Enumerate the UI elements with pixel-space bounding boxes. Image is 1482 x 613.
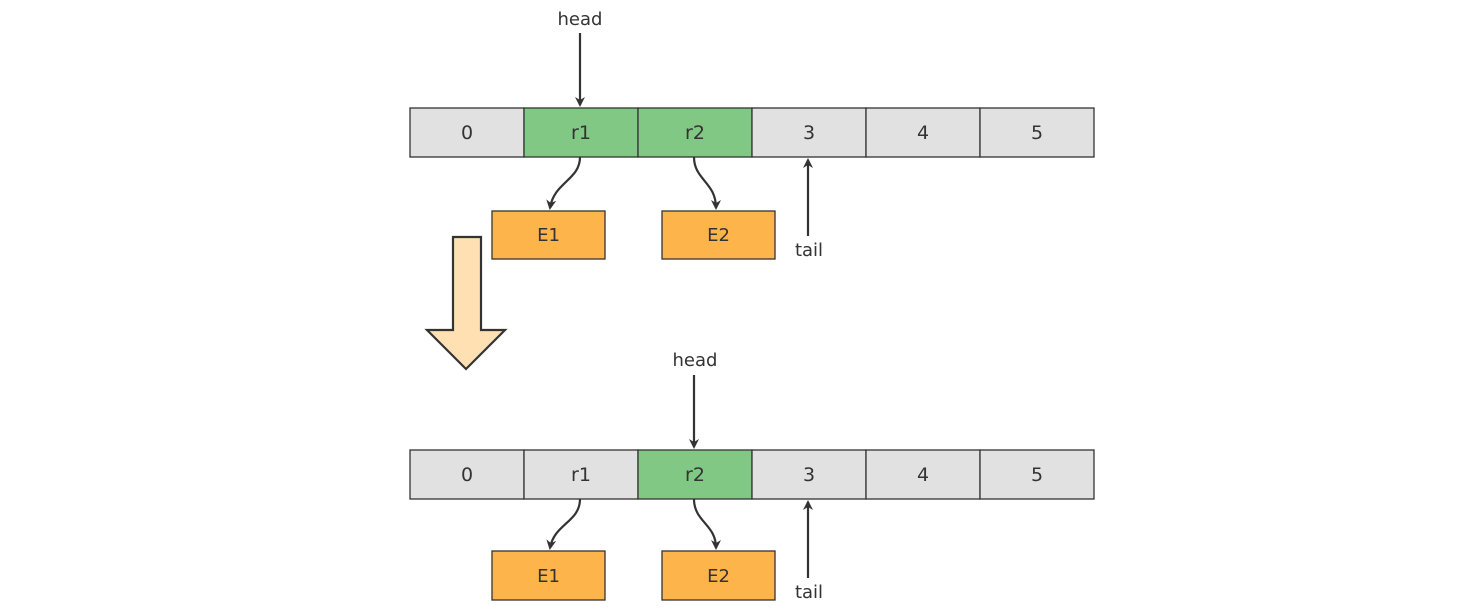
buffer-array: 0 r1 r2 3 4 5 bbox=[409, 449, 1095, 500]
buffer-cell: r2 bbox=[637, 107, 753, 158]
buffer-cell: 4 bbox=[865, 449, 981, 500]
head-label: head bbox=[558, 9, 603, 30]
buffer-cell: 3 bbox=[751, 107, 867, 158]
element-label: E1 bbox=[537, 566, 560, 587]
cell-label: 4 bbox=[917, 122, 929, 144]
buffer-cell: 0 bbox=[409, 449, 525, 500]
buffer-cell: 5 bbox=[979, 449, 1095, 500]
element-label: E2 bbox=[707, 566, 730, 587]
cell-label: r2 bbox=[685, 122, 705, 144]
buffer-cell: 4 bbox=[865, 107, 981, 158]
cell-label: 3 bbox=[803, 122, 815, 144]
head-label: head bbox=[673, 350, 718, 371]
buffer-cell: 5 bbox=[979, 107, 1095, 158]
cell-label: 5 bbox=[1031, 122, 1043, 144]
element-box: E2 bbox=[661, 210, 776, 260]
cell-label: 5 bbox=[1031, 464, 1043, 486]
stage-1: 0 r1 r2 3 4 5 head bbox=[409, 9, 1095, 261]
cell-label: 3 bbox=[803, 464, 815, 486]
cell-label: 0 bbox=[461, 122, 473, 144]
tail-label: tail bbox=[795, 582, 823, 603]
element-label: E1 bbox=[537, 225, 560, 246]
buffer-cell: 0 bbox=[409, 107, 525, 158]
cell-label: 0 bbox=[461, 464, 473, 486]
buffer-cell: r2 bbox=[637, 449, 753, 500]
buffer-array: 0 r1 r2 3 4 5 bbox=[409, 107, 1095, 158]
buffer-cell: r1 bbox=[523, 107, 639, 158]
cell-label: r1 bbox=[571, 464, 591, 486]
link-arrow-r1-to-e1 bbox=[546, 156, 582, 210]
buffer-cell: r1 bbox=[523, 449, 639, 500]
tail-label: tail bbox=[795, 240, 823, 261]
element-box: E2 bbox=[661, 550, 776, 601]
cell-label: 4 bbox=[917, 464, 929, 486]
link-arrow-r2-to-e2 bbox=[692, 498, 721, 550]
stage-2: 0 r1 r2 3 4 5 head bbox=[409, 350, 1095, 603]
element-box: E1 bbox=[491, 210, 606, 260]
element-box: E1 bbox=[491, 550, 606, 601]
element-label: E2 bbox=[707, 225, 730, 246]
link-arrow-r1-to-e1 bbox=[546, 498, 582, 550]
cell-label: r2 bbox=[685, 464, 705, 486]
down-arrow-icon bbox=[424, 235, 508, 371]
link-arrow-r2-to-e2 bbox=[692, 156, 721, 210]
buffer-cell: 3 bbox=[751, 449, 867, 500]
cell-label: r1 bbox=[571, 122, 591, 144]
